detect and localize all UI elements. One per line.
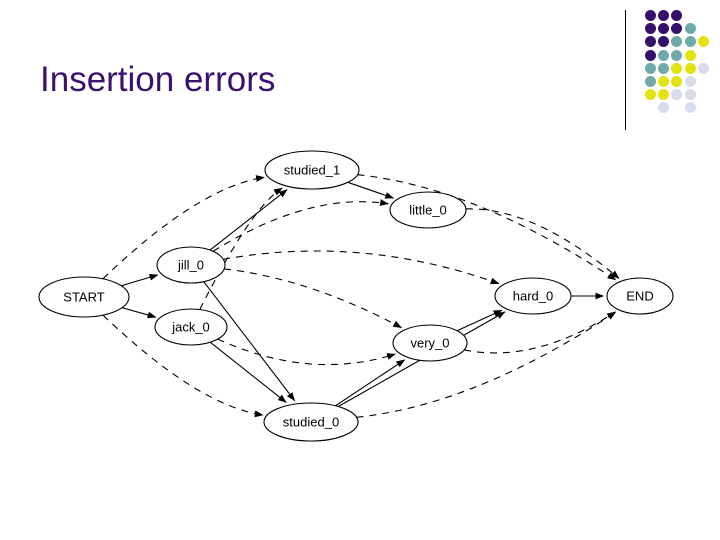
node-label: hard_0: [513, 288, 553, 303]
decorative-dot: [684, 76, 696, 87]
graph-edge-start-to-studied_1: [102, 175, 265, 280]
decorative-dot: [645, 10, 656, 21]
decorative-dot: [671, 10, 683, 21]
decorative-dot: [684, 36, 696, 48]
decorative-dot: [684, 89, 696, 101]
graph-edge-studied_0-to-very_0: [335, 359, 406, 407]
decorative-dot: [645, 62, 656, 74]
node-label: very_0: [410, 335, 449, 350]
decorative-dot: [658, 89, 670, 101]
dot-grid-decoration: [600, 0, 720, 140]
page-title: Insertion errors: [40, 60, 276, 99]
graph-edge-jill_0-to-hard_0: [223, 250, 500, 285]
graph-edge-jack_0-to-very_0: [217, 338, 396, 366]
decorative-dot: [671, 76, 683, 87]
graph-edge-very_0-to-hard_0: [456, 309, 503, 332]
edge-layer: [102, 174, 620, 418]
graph-node-studied_1[interactable]: studied_1: [264, 150, 360, 190]
node-outline: [263, 402, 359, 442]
node-outline: [494, 277, 572, 315]
decorative-dot: [658, 62, 670, 74]
decorative-dot: [645, 89, 656, 101]
decorative-dot: [658, 102, 670, 114]
node-label: START: [63, 289, 104, 304]
decorative-dot: [645, 36, 656, 48]
node-label: jack_0: [171, 319, 210, 334]
node-layer: START jill_0 jack_0 studied_1 little_0studie…: [38, 150, 674, 442]
decorative-dot: [684, 49, 696, 61]
graph-edge-very_0-to-end: [464, 311, 616, 354]
graph-edge-studied_1-to-end: [357, 174, 617, 281]
decorative-dot: [684, 62, 696, 74]
graph-edge-jill_0-to-studied_0: [203, 281, 296, 402]
node-outline: [392, 324, 468, 362]
graph-node-jack_0[interactable]: jack_0: [154, 308, 228, 346]
decorative-dot: [671, 36, 683, 48]
decorative-dot: [658, 10, 670, 21]
node-outline: [264, 150, 360, 190]
decorative-dot: [697, 62, 709, 74]
graph-edge-start-to-jack_0: [121, 307, 157, 319]
graph-edge-jack_0-to-studied_1: [199, 187, 283, 310]
decorative-dot: [658, 36, 670, 48]
vertical-divider: [625, 10, 626, 130]
decorative-dot: [671, 49, 683, 61]
decorative-dot: [671, 62, 683, 74]
graph-node-studied_0[interactable]: studied_0: [263, 402, 359, 442]
node-label: jill_0: [177, 257, 204, 272]
graph-edge-jack_0-to-studied_0: [209, 341, 287, 403]
decorative-dot: [671, 23, 683, 35]
graph-node-hard_0[interactable]: hard_0: [494, 277, 572, 315]
node-outline: [606, 277, 674, 315]
graph-node-little_0[interactable]: little_0: [389, 191, 467, 229]
node-outline: [154, 308, 228, 346]
graph-node-very_0[interactable]: very_0: [392, 324, 468, 362]
decorative-dot: [645, 49, 656, 61]
decorative-dot: [658, 23, 670, 35]
graph-edge-start-to-jill_0: [121, 274, 159, 287]
node-outline: [389, 191, 467, 229]
node-outline: [156, 246, 226, 284]
node-outline: [38, 276, 130, 318]
node-label: END: [626, 288, 653, 303]
decorative-dot: [697, 36, 709, 48]
decorative-dot: [658, 76, 670, 87]
graph-edge-little_0-to-end: [465, 208, 620, 279]
decorative-dot: [671, 89, 683, 101]
node-label: little_0: [409, 202, 447, 217]
graph-edge-jill_0-to-little_0: [212, 199, 389, 252]
graph-edge-jill_0-to-very_0: [224, 268, 402, 329]
graph-edge-start-to-studied_0: [102, 314, 264, 418]
decorative-dot: [658, 49, 670, 61]
node-label: studied_0: [283, 414, 339, 429]
decorative-dot: [684, 102, 696, 114]
decorative-dot: [645, 76, 656, 87]
graph-edge-studied_0-to-end: [356, 311, 617, 418]
graph-node-start[interactable]: START: [38, 276, 130, 318]
graph-node-jill_0[interactable]: jill_0: [156, 246, 226, 284]
graph-edge-studied_1-to-little_0: [347, 181, 395, 199]
node-label: studied_1: [284, 162, 340, 177]
decorative-dot: [645, 23, 656, 35]
decorative-dot: [684, 23, 696, 35]
graph-node-end[interactable]: END: [606, 277, 674, 315]
